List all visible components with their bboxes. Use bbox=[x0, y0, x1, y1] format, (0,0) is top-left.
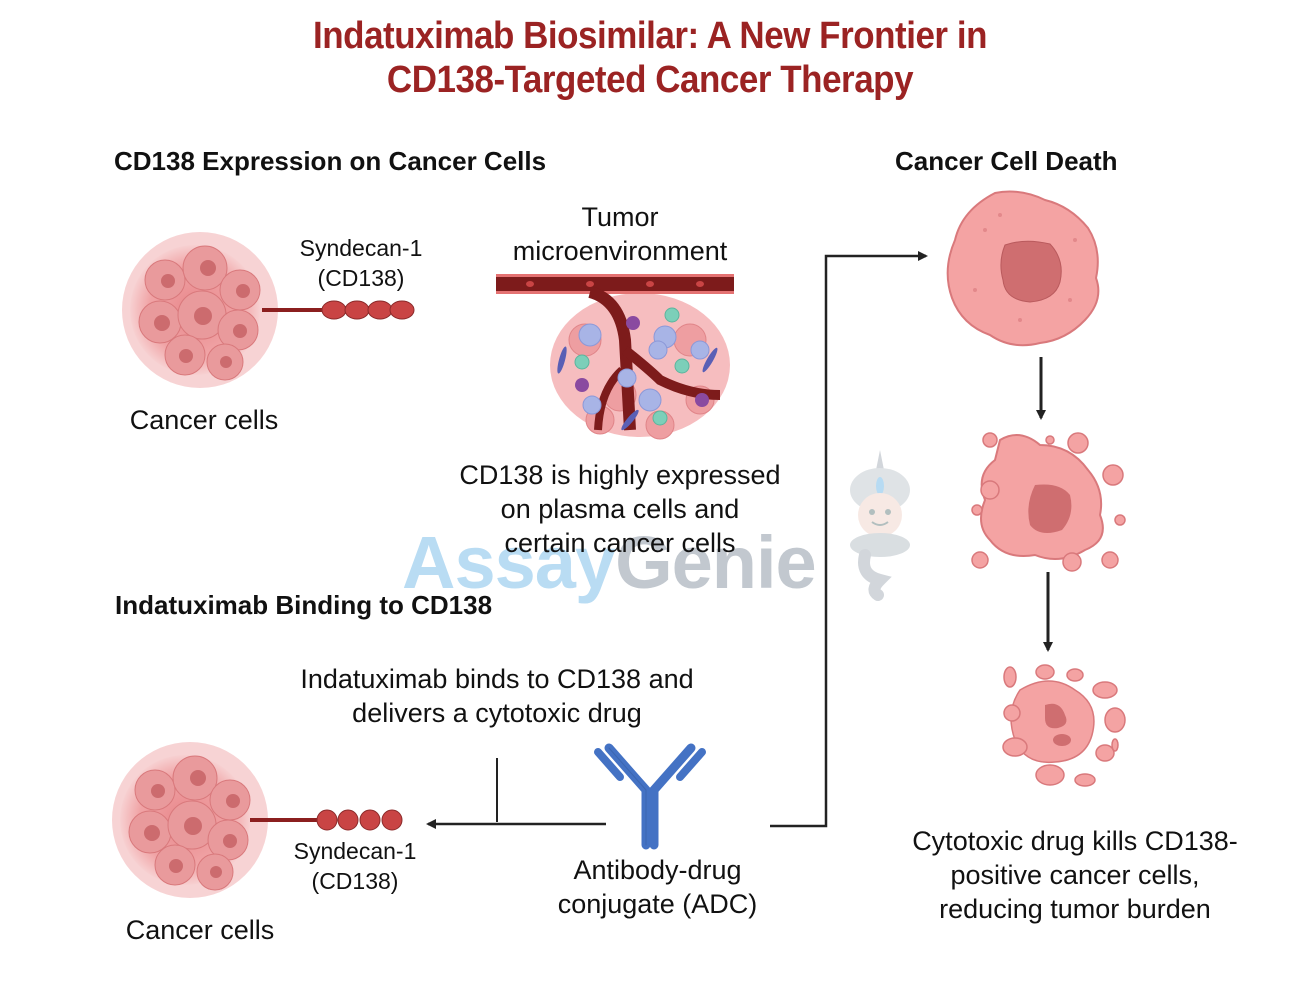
tumor-microenvironment-illustration bbox=[496, 274, 734, 440]
cd138-expression-caption: CD138 is highly expressed on plasma cell… bbox=[420, 458, 820, 560]
page-title: Indatuximab Biosimilar: A New Frontier i… bbox=[0, 14, 1300, 102]
title-line-2: CD138-Targeted Cancer Therapy bbox=[386, 59, 914, 101]
caption-line-3: certain cancer cells bbox=[504, 528, 736, 558]
cancer-cell-cluster-bottom bbox=[112, 742, 268, 898]
title-line-1: Indatuximab Biosimilar: A New Frontier i… bbox=[313, 15, 987, 57]
arrow-adc-to-cancer-cells bbox=[426, 758, 606, 829]
caption-line-1: CD138 is highly expressed bbox=[459, 460, 781, 490]
tme-label-line-2: microenvironment bbox=[512, 236, 728, 266]
cancer-cell-blebbing bbox=[971, 432, 1126, 572]
watermark-assay: Assay bbox=[402, 521, 616, 604]
heading-indatuximab-binding: Indatuximab Binding to CD138 bbox=[115, 590, 493, 620]
arrow-adc-to-cell-death bbox=[770, 251, 928, 828]
syndecan-label-top-line-1: Syndecan-1 bbox=[299, 235, 423, 261]
syndecan-label-top: Syndecan-1 (CD138) bbox=[286, 233, 436, 293]
death-caption-line-1: Cytotoxic drug kills CD138- bbox=[912, 826, 1238, 856]
death-caption-line-2: positive cancer cells, bbox=[950, 860, 1200, 890]
syndecan-label-bottom-line-1: Syndecan-1 bbox=[293, 838, 417, 864]
cell-death-caption: Cytotoxic drug kills CD138- positive can… bbox=[870, 824, 1280, 926]
cancer-cell-intact bbox=[946, 190, 1100, 347]
cancer-cells-label-top: Cancer cells bbox=[129, 405, 279, 435]
adc-label-line-2: conjugate (ADC) bbox=[557, 889, 758, 919]
antibody-icon bbox=[594, 743, 706, 850]
binding-description: Indatuximab binds to CD138 and delivers … bbox=[247, 662, 747, 730]
syndecan-label-bottom: Syndecan-1 (CD138) bbox=[280, 836, 430, 896]
syndecan-1-chain-top bbox=[262, 300, 415, 320]
adc-label: Antibody-drug conjugate (ADC) bbox=[540, 853, 775, 921]
heading-cancer-cell-death: Cancer Cell Death bbox=[895, 146, 1118, 176]
watermark-genie: Genie bbox=[615, 521, 817, 604]
death-caption-line-3: reducing tumor burden bbox=[939, 894, 1211, 924]
cancer-cell-cluster-top bbox=[122, 232, 278, 388]
adc-label-line-1: Antibody-drug bbox=[573, 855, 742, 885]
tme-label-line-1: Tumor bbox=[581, 202, 659, 232]
syndecan-label-bottom-line-2: (CD138) bbox=[311, 868, 399, 894]
binding-description-line-2: delivers a cytotoxic drug bbox=[352, 698, 642, 728]
genie-mascot-icon bbox=[850, 450, 910, 601]
tumor-microenvironment-label: Tumor microenvironment bbox=[490, 200, 750, 268]
cancer-cell-fragmented bbox=[1002, 664, 1126, 787]
binding-description-line-1: Indatuximab binds to CD138 and bbox=[300, 664, 694, 694]
cancer-cells-label-bottom: Cancer cells bbox=[125, 915, 275, 945]
syndecan-label-top-line-2: (CD138) bbox=[317, 265, 405, 291]
heading-cd138-expression: CD138 Expression on Cancer Cells bbox=[114, 146, 547, 176]
watermark: AssayGenie bbox=[402, 520, 817, 605]
syndecan-1-chain-bottom bbox=[250, 809, 403, 831]
caption-line-2: on plasma cells and bbox=[500, 494, 740, 524]
